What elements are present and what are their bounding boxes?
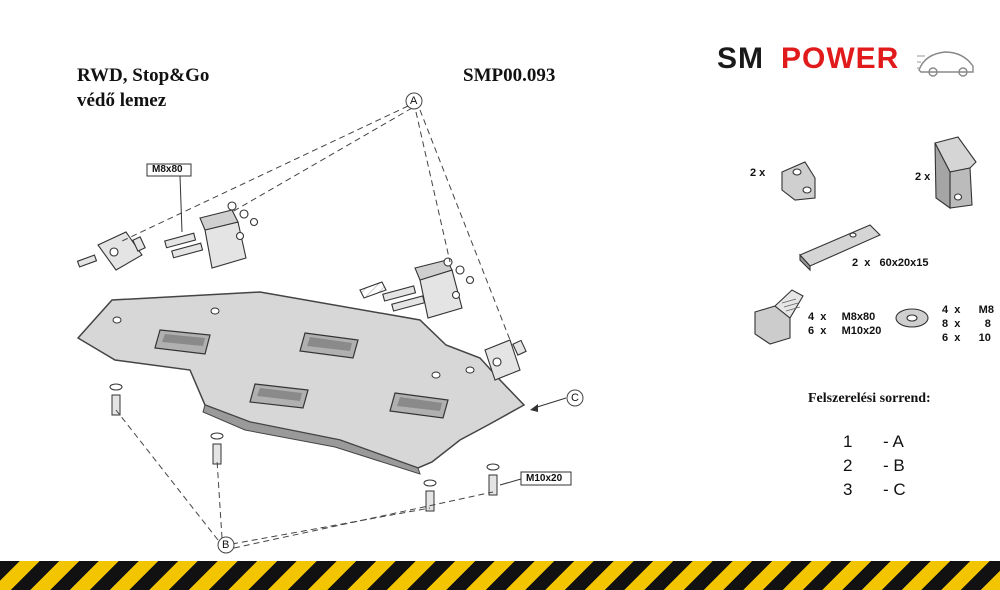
order-step-label: - C <box>883 480 906 499</box>
order-step-label: - A <box>883 432 904 451</box>
callout-c-arrowhead <box>530 404 538 412</box>
order-step-1: 1 - A <box>843 432 943 452</box>
right-bracket-assembly <box>359 257 527 381</box>
logo-power-text: POWER <box>781 42 900 75</box>
left-bracket-assembly <box>76 201 259 271</box>
order-step-number: 2 <box>843 456 853 475</box>
m8x80-label: M8x80 <box>152 164 183 175</box>
plate-spec: 2 x 60x20x15 <box>852 257 929 269</box>
bolt-spec-m10: 6 x M10x20 <box>808 325 882 337</box>
washer-spec-m8: 4 x M8 <box>942 304 994 316</box>
washer-spec-8: 8 x 8 <box>942 318 991 330</box>
order-step-number: 1 <box>843 432 853 451</box>
callout-b <box>217 536 235 554</box>
m10-label-box <box>520 471 572 486</box>
product-code: SMP00.093 <box>463 65 556 86</box>
washer-spec-10: 6 x 10 <box>942 332 991 344</box>
bottom-bolts <box>109 383 500 512</box>
m8-label-box <box>146 163 192 177</box>
bracket-large-qty: 2 x <box>915 171 931 183</box>
callout-c <box>566 389 584 407</box>
smpower-logo: SM POWER <box>717 40 977 80</box>
installation-order-title: Felszerelési sorrend: <box>808 391 931 406</box>
callout-a-label: A <box>410 95 418 107</box>
bracket-small-qty: 2 x <box>750 167 766 179</box>
callout-a <box>405 92 423 110</box>
order-step-label: - B <box>883 456 905 475</box>
callout-c-label: C <box>571 392 579 404</box>
bolt-spec-m8: 4 x M8x80 <box>808 311 876 323</box>
callout-lines <box>115 105 511 549</box>
car-silhouette-icon <box>917 51 974 77</box>
callout-b-label: B <box>222 539 230 551</box>
order-step-3: 3 - C <box>843 480 943 500</box>
title-line-2: védő lemez <box>77 90 167 111</box>
hazard-stripe-border <box>0 561 1000 590</box>
skid-plate <box>76 291 526 475</box>
m10x20-label: M10x20 <box>526 473 563 484</box>
order-step-2: 2 - B <box>843 456 943 476</box>
order-step-number: 3 <box>843 480 853 499</box>
logo-sm-text: SM <box>717 42 764 75</box>
title-line-1: RWD, Stop&Go <box>77 65 210 86</box>
parts-illustrations <box>754 136 977 345</box>
callout-c-arrow <box>533 397 567 409</box>
